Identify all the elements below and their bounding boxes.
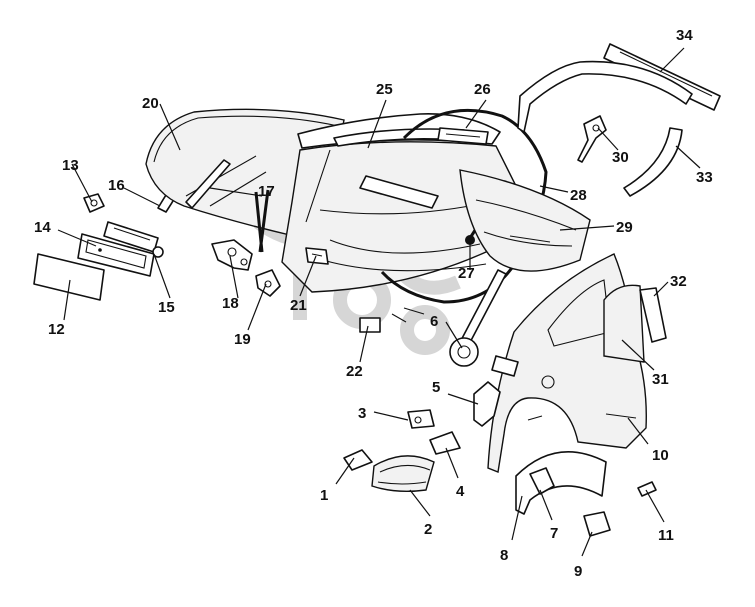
- plate-light-strip-part-14: [77, 233, 155, 277]
- callout-16: 16: [108, 177, 125, 194]
- callout-14: 14: [34, 219, 51, 236]
- bracket-part-9: [583, 511, 611, 537]
- callout-5: 5: [432, 379, 440, 396]
- callout-19: 19: [234, 331, 251, 348]
- bracket-part-3: [407, 409, 435, 429]
- callout-20: 20: [142, 95, 159, 112]
- reinforcement-part-5: [473, 355, 519, 427]
- callout-4: 4: [456, 483, 465, 500]
- callout-34: 34: [676, 27, 693, 44]
- callout-2: 2: [424, 521, 432, 538]
- roof-bracket-part-30: [577, 115, 607, 163]
- lock-part-22: [359, 317, 381, 333]
- callout-29: 29: [616, 219, 633, 236]
- callout-33: 33: [696, 169, 713, 186]
- callout-32: 32: [670, 273, 687, 290]
- plate-lamp-part-15: [103, 221, 164, 258]
- tail-lamp-part-2: [371, 455, 435, 493]
- bracket-part-19: [255, 269, 281, 297]
- lamp-holder-part-1: [343, 449, 373, 471]
- emblem-part-26: [437, 127, 489, 145]
- callout-26: 26: [474, 81, 491, 98]
- clip-part-13: [83, 193, 105, 213]
- quarter-glass-part-31: [603, 284, 645, 363]
- pillar-trim-part-32: [639, 287, 667, 343]
- callout-11: 11: [658, 527, 674, 544]
- callout-6: 6: [430, 313, 438, 330]
- callout-labels: 13 16 14 12 15 20 17 18 19 21 22 25 26 2…: [34, 27, 713, 580]
- callout-3: 3: [358, 405, 366, 422]
- bracket-part-4: [429, 431, 461, 455]
- latch-part-21: [305, 247, 329, 265]
- callout-9: 9: [574, 563, 582, 580]
- callout-18: 18: [222, 295, 239, 312]
- callout-25: 25: [376, 81, 393, 98]
- callout-28: 28: [570, 187, 587, 204]
- tailgate-part-25: [281, 113, 517, 323]
- wiper-motor-part-18: [211, 239, 253, 271]
- leader-lines: [57, 47, 701, 557]
- door-seal-part-6: [449, 269, 507, 367]
- callout-13: 13: [62, 157, 79, 174]
- callout-17: 17: [258, 183, 275, 200]
- callout-12: 12: [48, 321, 65, 338]
- callout-7: 7: [550, 525, 558, 542]
- bolt-part-11: [637, 481, 657, 497]
- callout-30: 30: [612, 149, 629, 166]
- callout-8: 8: [500, 547, 508, 564]
- callout-1: 1: [320, 487, 328, 504]
- roof-frame-part-33: [517, 60, 693, 197]
- wiper-blade-part-17: [185, 159, 270, 253]
- callout-10: 10: [652, 447, 669, 464]
- wheel-arch-liner-part-8: [515, 451, 607, 515]
- callout-22: 22: [346, 363, 363, 380]
- callout-15: 15: [158, 299, 175, 316]
- licence-plate-part-12: [33, 253, 105, 301]
- rear-panel-part-29: [459, 169, 591, 272]
- callout-27: 27: [458, 265, 475, 282]
- callout-21: 21: [290, 297, 307, 314]
- mud-flap-part-7: [529, 467, 555, 495]
- callout-31: 31: [652, 371, 669, 388]
